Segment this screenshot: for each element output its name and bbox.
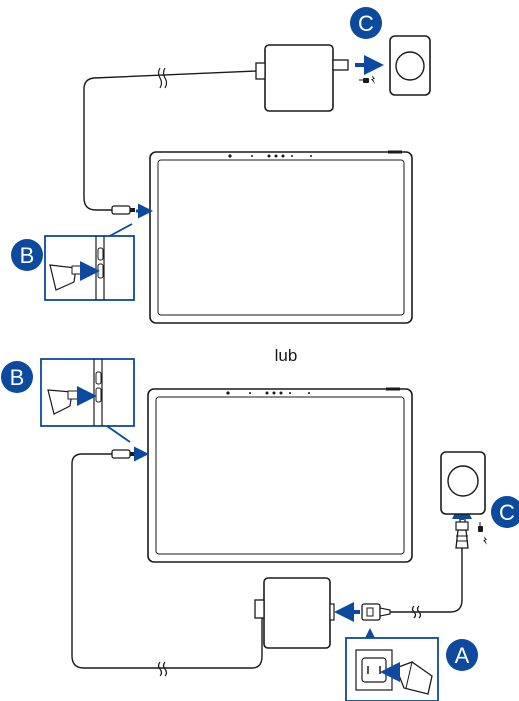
svg-text:C: C <box>358 11 374 36</box>
plug-symbol-icon <box>478 522 487 545</box>
port-detail-panel-top <box>44 235 135 301</box>
cable-break-icon <box>157 661 168 677</box>
usb-c-cable-top <box>83 70 257 211</box>
camera-dots-icon <box>226 391 310 395</box>
camera-dots-icon <box>228 154 312 158</box>
wall-socket-detail-panel <box>345 637 439 701</box>
tablet-bottom <box>147 387 413 563</box>
svg-text:B: B <box>10 365 25 390</box>
wall-outlet-top <box>389 35 431 96</box>
wall-plug-bottom <box>455 512 469 549</box>
callout-b-top: B <box>11 239 43 271</box>
wall-outlet-bottom <box>440 451 486 515</box>
port-detail-panel-bottom <box>40 358 135 427</box>
tablet-top <box>149 150 413 324</box>
callout-c-top: C <box>350 7 382 39</box>
cable-break-icon <box>411 605 422 619</box>
callout-a: A <box>446 639 478 671</box>
usb-c-cable-bottom <box>71 453 263 669</box>
ac-power-cord <box>390 548 463 613</box>
top-scenario: C B <box>11 7 431 324</box>
power-adapter-top <box>255 44 349 112</box>
usb-c-plug-icon <box>111 449 135 459</box>
ac-cord-connector <box>361 603 391 621</box>
callout-c-bottom: C <box>491 496 519 528</box>
separator-label: lub <box>275 346 298 365</box>
plug-symbol-icon <box>359 75 375 84</box>
svg-text:C: C <box>499 500 515 525</box>
usb-c-plug-icon <box>111 205 135 215</box>
svg-text:A: A <box>455 643 470 668</box>
power-adapter-bottom <box>254 577 335 649</box>
cable-break-icon <box>157 67 168 89</box>
bottom-scenario: B <box>1 358 519 701</box>
callout-b-bottom: B <box>1 361 33 393</box>
svg-text:B: B <box>20 243 35 268</box>
